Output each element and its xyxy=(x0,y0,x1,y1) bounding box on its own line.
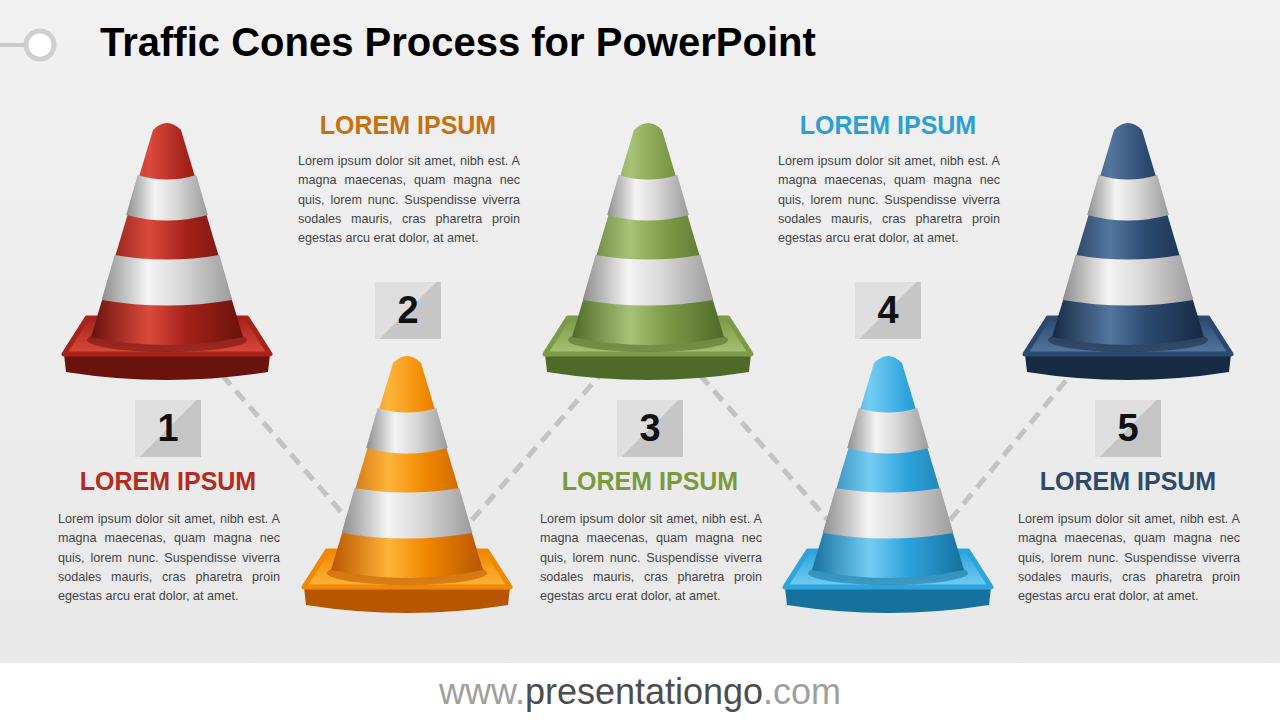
callout-number: 2 xyxy=(375,282,441,339)
cone-base-side xyxy=(304,587,510,613)
cone-stripe xyxy=(342,488,473,539)
cone-body xyxy=(572,123,724,345)
watermark: presentationgo xyxy=(525,671,763,712)
callout-number: 3 xyxy=(617,400,683,457)
title-icon-stem xyxy=(0,43,26,47)
step-body: Lorem ipsum dolor sit amet, nibh est. A … xyxy=(778,152,1000,248)
step-heading: LOREM IPSUM xyxy=(728,110,1048,140)
step-heading: LOREM IPSUM xyxy=(248,110,568,140)
dashed-leader xyxy=(472,375,600,520)
dashed-leader xyxy=(222,375,350,522)
step-number-box: 4LOREM IPSUMLorem ipsum dolor sit amet, … xyxy=(855,282,921,339)
traffic-cone xyxy=(545,123,751,380)
watermark: www. xyxy=(439,671,525,712)
traffic-cone xyxy=(785,356,991,613)
cone-body xyxy=(1052,123,1204,345)
step-heading: LOREM IPSUM xyxy=(8,466,328,496)
traffic-cone xyxy=(64,123,270,380)
step-number-box: 5LOREM IPSUMLorem ipsum dolor sit amet, … xyxy=(1095,400,1161,457)
cone-base-side xyxy=(785,587,991,613)
cone-stripe xyxy=(583,255,714,306)
step-number-box: 3LOREM IPSUMLorem ipsum dolor sit amet, … xyxy=(617,400,683,457)
step-body: Lorem ipsum dolor sit amet, nibh est. A … xyxy=(58,510,280,606)
cone-stripe xyxy=(847,408,929,454)
cone-stripe xyxy=(823,488,954,539)
dashed-leader xyxy=(700,375,828,520)
cone-body xyxy=(812,356,964,578)
step-body: Lorem ipsum dolor sit amet, nibh est. A … xyxy=(1018,510,1240,606)
step-body: Lorem ipsum dolor sit amet, nibh est. A … xyxy=(298,152,520,248)
title-icon-ring xyxy=(26,31,54,59)
dashed-leader xyxy=(950,366,1078,520)
slide-title: Traffic Cones Process for PowerPoint xyxy=(100,20,816,65)
cone-stripe xyxy=(607,175,689,221)
cone-base-side xyxy=(545,354,751,380)
cone-stripe xyxy=(1087,175,1169,221)
step-heading: LOREM IPSUM xyxy=(968,466,1280,496)
cone-base-side xyxy=(1025,354,1231,380)
footer-bar: www.presentationgo.com xyxy=(0,663,1280,720)
cone-body xyxy=(91,123,243,345)
callout-number: 4 xyxy=(855,282,921,339)
watermark: .com xyxy=(763,671,841,712)
step-number-box: 2LOREM IPSUMLorem ipsum dolor sit amet, … xyxy=(375,282,441,339)
cone-stripe xyxy=(102,255,233,306)
cone-stripe xyxy=(366,408,448,454)
cone-stripe xyxy=(1063,255,1194,306)
step-number-box: 1LOREM IPSUMLorem ipsum dolor sit amet, … xyxy=(135,400,201,457)
step-heading: LOREM IPSUM xyxy=(490,466,810,496)
step-body: Lorem ipsum dolor sit amet, nibh est. A … xyxy=(540,510,762,606)
traffic-cone xyxy=(1025,123,1231,380)
cone-base-side xyxy=(64,354,270,380)
callout-number: 1 xyxy=(135,400,201,457)
callout-number: 5 xyxy=(1095,400,1161,457)
cone-body xyxy=(331,356,483,578)
traffic-cone xyxy=(304,356,510,613)
cone-stripe xyxy=(126,175,208,221)
